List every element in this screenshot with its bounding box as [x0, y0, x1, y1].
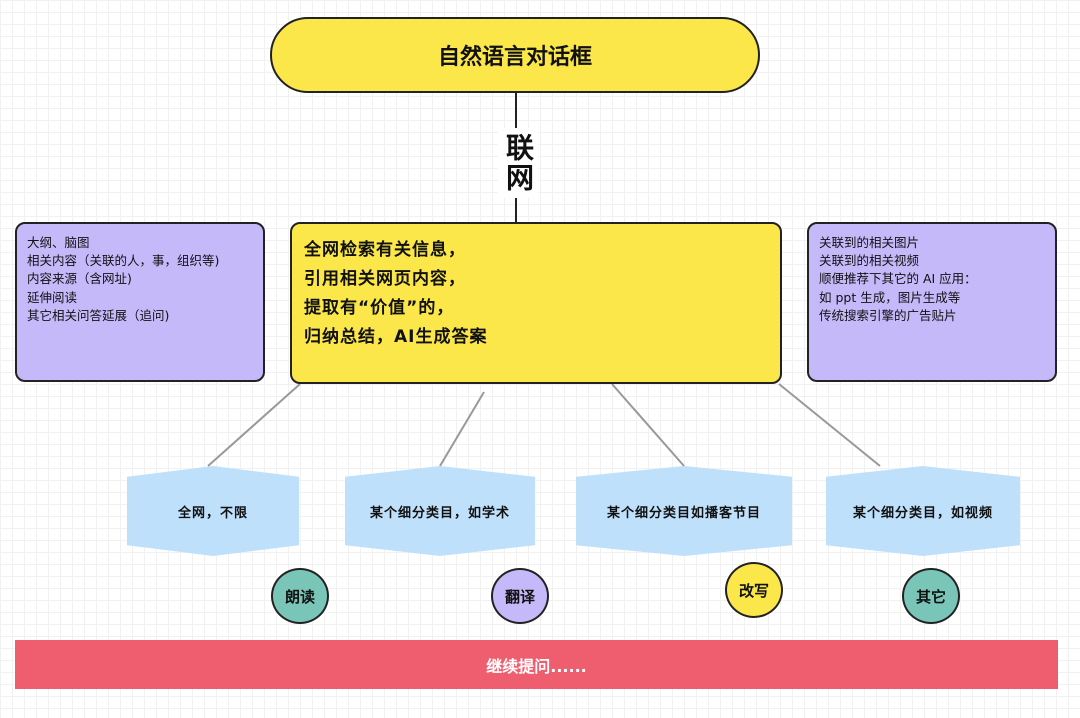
right-info-line: 传统搜索引擎的广告贴片 — [819, 307, 957, 323]
left-info-box: 大纲、脑图 相关内容（关联的人，事，组织等) 内容来源（含网址) 延伸阅读 其它… — [15, 222, 265, 382]
action-other: 其它 — [902, 568, 960, 624]
right-info-box: 关联到的相关图片 关联到的相关视频 顺便推荐下其它的 AI 应用： 如 ppt … — [807, 222, 1057, 382]
right-info-line: 关联到的相关视频 — [819, 253, 920, 269]
left-info-line: 延伸阅读 — [27, 289, 78, 305]
action-read-aloud: 朗读 — [271, 568, 329, 624]
category-node-academic: 某个细分类目，如学术 — [345, 466, 535, 556]
network-connector-label: 联网 — [498, 128, 538, 198]
left-info-line: 其它相关问答延展（追问) — [27, 307, 170, 323]
continue-asking-label: 继续提问...... — [486, 656, 587, 676]
action-rewrite: 改写 — [725, 562, 783, 618]
category-node-video: 某个细分类目，如视频 — [826, 466, 1020, 556]
left-info-line: 内容来源（含网址) — [27, 271, 132, 287]
center-to-hex3-line — [611, 383, 685, 467]
top-node-label: 自然语言对话框 — [437, 45, 592, 70]
center-to-hex4-line — [778, 383, 881, 467]
right-info-line: 如 ppt 生成，图片生成等 — [819, 289, 961, 305]
left-info-line: 大纲、脑图 — [27, 235, 90, 250]
center-line: 归纳总结，AI生成答案 — [304, 327, 488, 347]
right-info-line: 顺便推荐下其它的 AI 应用： — [819, 271, 977, 287]
category-node-podcast: 某个细分类目如播客节目 — [576, 466, 792, 556]
natural-language-dialog-node: 自然语言对话框 — [270, 17, 760, 93]
center-line: 全网检索有关信息， — [304, 240, 466, 260]
continue-asking-bar: 继续提问...... — [15, 640, 1058, 689]
left-info-line: 相关内容（关联的人，事，组织等) — [27, 253, 220, 269]
center-line: 引用相关网页内容， — [304, 269, 466, 289]
center-to-hex1-line — [207, 383, 301, 467]
center-line: 提取有“价值”的， — [304, 298, 455, 318]
center-to-hex2-line — [439, 391, 485, 467]
action-translate: 翻译 — [491, 568, 549, 624]
ai-answer-node: 全网检索有关信息， 引用相关网页内容， 提取有“价值”的， 归纳总结，AI生成答… — [290, 222, 782, 384]
right-info-line: 关联到的相关图片 — [819, 235, 920, 250]
category-node-all-web: 全网，不限 — [127, 466, 299, 556]
